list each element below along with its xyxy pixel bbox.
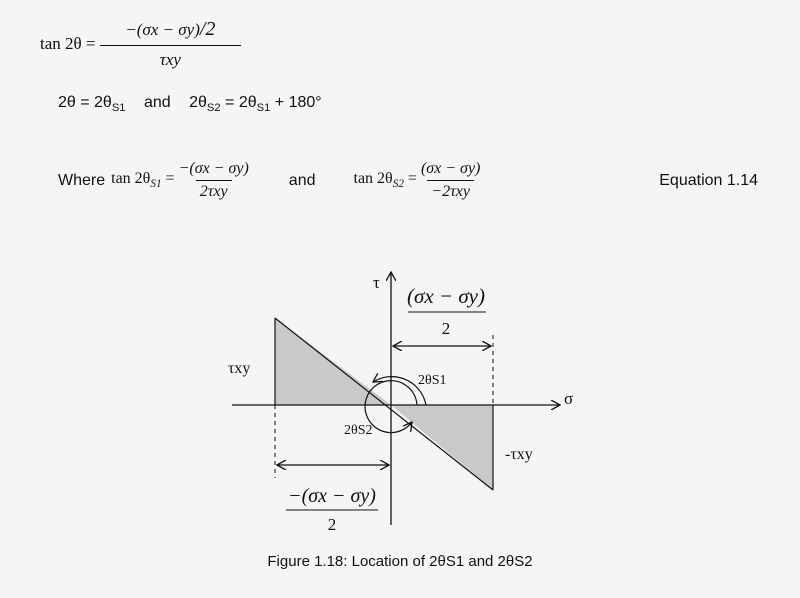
upper-shaded-triangle bbox=[275, 318, 391, 405]
sigma-axis-label: σ bbox=[564, 389, 573, 408]
tau-axis-label: τ bbox=[373, 273, 380, 292]
top-fraction-numerator: (σx − σy) bbox=[407, 284, 485, 308]
eq1-numerator: −(σx − σy) bbox=[125, 20, 200, 39]
lower-shaded-triangle bbox=[391, 405, 493, 490]
eq1-divisor: /2 bbox=[199, 18, 216, 40]
figure-caption: Figure 1.18: Location of 2θS1 and 2θS2 bbox=[267, 553, 533, 570]
eq1-fraction: −(σx − σy)/2 τxy bbox=[99, 18, 241, 70]
eq3-den1: 2τxy bbox=[195, 180, 232, 201]
equation-label: Equation 1.14 bbox=[659, 171, 758, 189]
eq1-lhs: tan 2θ = bbox=[40, 34, 96, 53]
bottom-fraction-numerator: −(σx − σy) bbox=[288, 485, 376, 507]
angle-2theta-s2-label: 2θS2 bbox=[344, 423, 373, 438]
eq3-lhs2-sub: S2 bbox=[392, 178, 404, 191]
top-fraction-denominator: 2 bbox=[442, 319, 451, 338]
angle-2theta-s2-arc bbox=[364, 380, 418, 434]
eq2-part-a: 2θ = 2θ bbox=[58, 94, 112, 111]
eq2-sub-c: S1 bbox=[256, 102, 271, 115]
eq3-lhs1-sub: S1 bbox=[150, 178, 162, 191]
eq3-num2: (σx − σy) bbox=[420, 160, 481, 177]
eq2-equals: = 2θ bbox=[220, 94, 257, 111]
eq3-den2: −2τxy bbox=[427, 180, 475, 201]
eq2-sub-b: S2 bbox=[206, 102, 221, 115]
bottom-fraction-denominator: 2 bbox=[328, 515, 337, 534]
eq3-fraction2: (σx − σy) −2τxy bbox=[417, 160, 484, 201]
eq2-part-b: 2θ bbox=[189, 94, 207, 111]
eq2-sub-a: S1 bbox=[111, 102, 126, 115]
tau-xy-label: τxy bbox=[228, 360, 250, 377]
angle-2theta-s1-label: 2θS1 bbox=[418, 373, 447, 388]
equation-1-14: Where tan 2θS1 = −(σx − σy)2τxy and tan … bbox=[58, 160, 758, 201]
stress-line bbox=[274, 317, 494, 491]
eq2-and: and bbox=[143, 94, 171, 111]
eq3-where: Where bbox=[58, 171, 106, 189]
angle-2theta-s1-arc bbox=[373, 377, 427, 406]
equation-2theta-relation: 2θ = 2θS1 and 2θS2 = 2θS1 + 180° bbox=[58, 94, 322, 114]
eq3-and: and bbox=[288, 171, 316, 189]
eq3-lhs1: tan 2θ bbox=[111, 170, 151, 188]
eq2-tail: + 180° bbox=[270, 94, 322, 111]
eq3-lhs2: tan 2θ bbox=[353, 170, 393, 188]
equation-tan-2theta: tan 2θ = −(σx − σy)/2 τxy bbox=[40, 18, 241, 70]
eq3-num1: −(σx − σy) bbox=[178, 160, 249, 177]
eq3-fraction1: −(σx − σy) 2τxy bbox=[175, 160, 253, 201]
neg-tau-xy-label: -τxy bbox=[505, 446, 533, 463]
eq1-denominator: τxy bbox=[99, 45, 241, 70]
